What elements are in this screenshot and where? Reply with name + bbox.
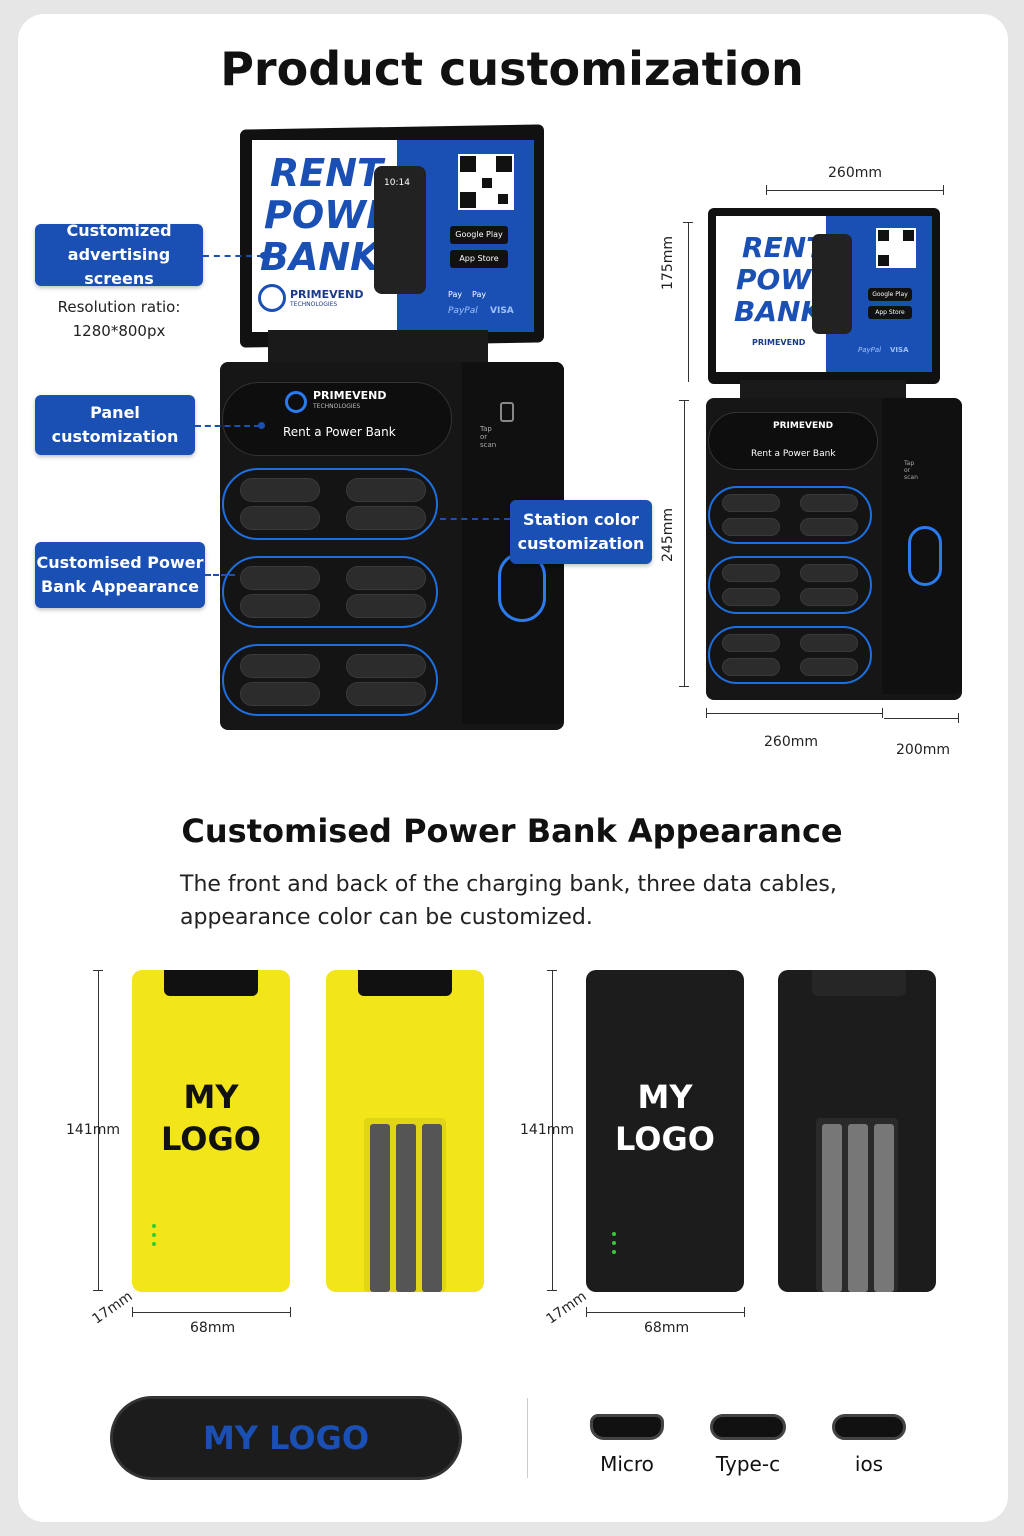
black-logo-1: MY xyxy=(637,1078,693,1116)
section-desc-1: The front and back of the charging bank,… xyxy=(180,872,837,897)
black-height: 141mm xyxy=(520,1122,574,1138)
station-panel: PRIMEVEND TECHNOLOGIES Rent a Power Bank xyxy=(222,382,452,456)
yellow-logo-1: MY xyxy=(183,1078,239,1116)
section-title: Customised Power Bank Appearance xyxy=(181,812,843,850)
screen-headline-3: BANK xyxy=(260,235,380,279)
r-visa-label: VISA xyxy=(890,346,909,354)
pay-label-2: Pay xyxy=(472,290,487,299)
dim-depth: 200mm xyxy=(896,742,950,758)
dim-height-body: 245mm xyxy=(660,508,676,562)
phone-time: 10:14 xyxy=(384,178,410,188)
r-tap-label: Tap or scan xyxy=(904,460,918,481)
screen-brand-sub: TECHNOLOGIES xyxy=(290,301,338,308)
yellow-bank-back xyxy=(326,970,484,1292)
dim-width-top: 260mm xyxy=(828,165,882,181)
callout-screens: Customized advertising screens xyxy=(35,221,203,288)
qr-code-icon xyxy=(458,154,514,210)
port-label-type-c: Type-c xyxy=(715,1452,781,1476)
r-google-play-badge: Google Play xyxy=(868,288,912,301)
app-store-badge: App Store xyxy=(450,250,508,268)
r-panel-brand: PRIMEVEND xyxy=(773,421,834,431)
r-side-logo-icon xyxy=(908,526,942,586)
black-logo-2: LOGO xyxy=(615,1120,715,1158)
panel-brand: PRIMEVEND xyxy=(313,389,387,402)
r-screen-brand: PRIMEVEND xyxy=(752,338,806,347)
callout-station-color: Station color customization xyxy=(510,500,652,564)
r-qr-code-icon xyxy=(876,228,916,268)
dim-height-screen: 175mm xyxy=(660,236,676,290)
r-screen-headline-3: BANK xyxy=(734,295,823,328)
ios-port-icon xyxy=(832,1414,906,1440)
port-label-ios: ios xyxy=(854,1452,884,1476)
micro-port-icon xyxy=(590,1414,664,1440)
r-phone-icon xyxy=(812,234,852,334)
resolution-value: 1280*800px xyxy=(72,322,166,340)
logo-pill: MY LOGO xyxy=(110,1396,462,1480)
section-desc-2: appearance color can be customized. xyxy=(180,905,593,930)
panel-text: Rent a Power Bank xyxy=(283,425,396,439)
black-width: 68mm xyxy=(644,1320,690,1336)
pill-logo-text: MY LOGO xyxy=(202,1419,370,1457)
tap-label: Tap or scan xyxy=(480,425,497,449)
r-app-store-badge: App Store xyxy=(868,306,912,319)
black-bank-front: MY LOGO xyxy=(586,970,744,1292)
paypal-label: PayPal xyxy=(448,306,478,316)
visa-label: VISA xyxy=(490,306,514,316)
tap-icon xyxy=(500,402,514,422)
r-panel-text: Rent a Power Bank xyxy=(751,449,836,459)
dim-width-bottom: 260mm xyxy=(764,734,818,750)
yellow-bank-front: MY LOGO xyxy=(132,970,290,1292)
panel-logo-icon xyxy=(285,391,307,413)
r-station-panel: PRIMEVEND Rent a Power Bank xyxy=(708,412,878,470)
google-play-badge: Google Play xyxy=(450,226,508,244)
brand-logo-icon xyxy=(258,284,286,312)
yellow-width: 68mm xyxy=(190,1320,236,1336)
black-bank-back xyxy=(778,970,936,1292)
page-title: Product customization xyxy=(220,42,804,96)
pay-label-1: Pay xyxy=(448,290,463,299)
phone-icon: 10:14 xyxy=(374,166,426,294)
yellow-logo-2: LOGO xyxy=(161,1120,261,1158)
yellow-height: 141mm xyxy=(66,1122,120,1138)
resolution-label: Resolution ratio: xyxy=(57,298,181,316)
screen-brand: PRIMEVEND xyxy=(290,288,364,301)
callout-panel: Panel customization xyxy=(35,395,195,455)
port-label-micro: Micro xyxy=(600,1452,654,1476)
type-c-port-icon xyxy=(710,1414,786,1440)
callout-power-bank: Customised Power Bank Appearance xyxy=(35,542,205,608)
r-paypal-label: PayPal xyxy=(858,346,882,354)
panel-brand-sub: TECHNOLOGIES xyxy=(313,403,361,410)
